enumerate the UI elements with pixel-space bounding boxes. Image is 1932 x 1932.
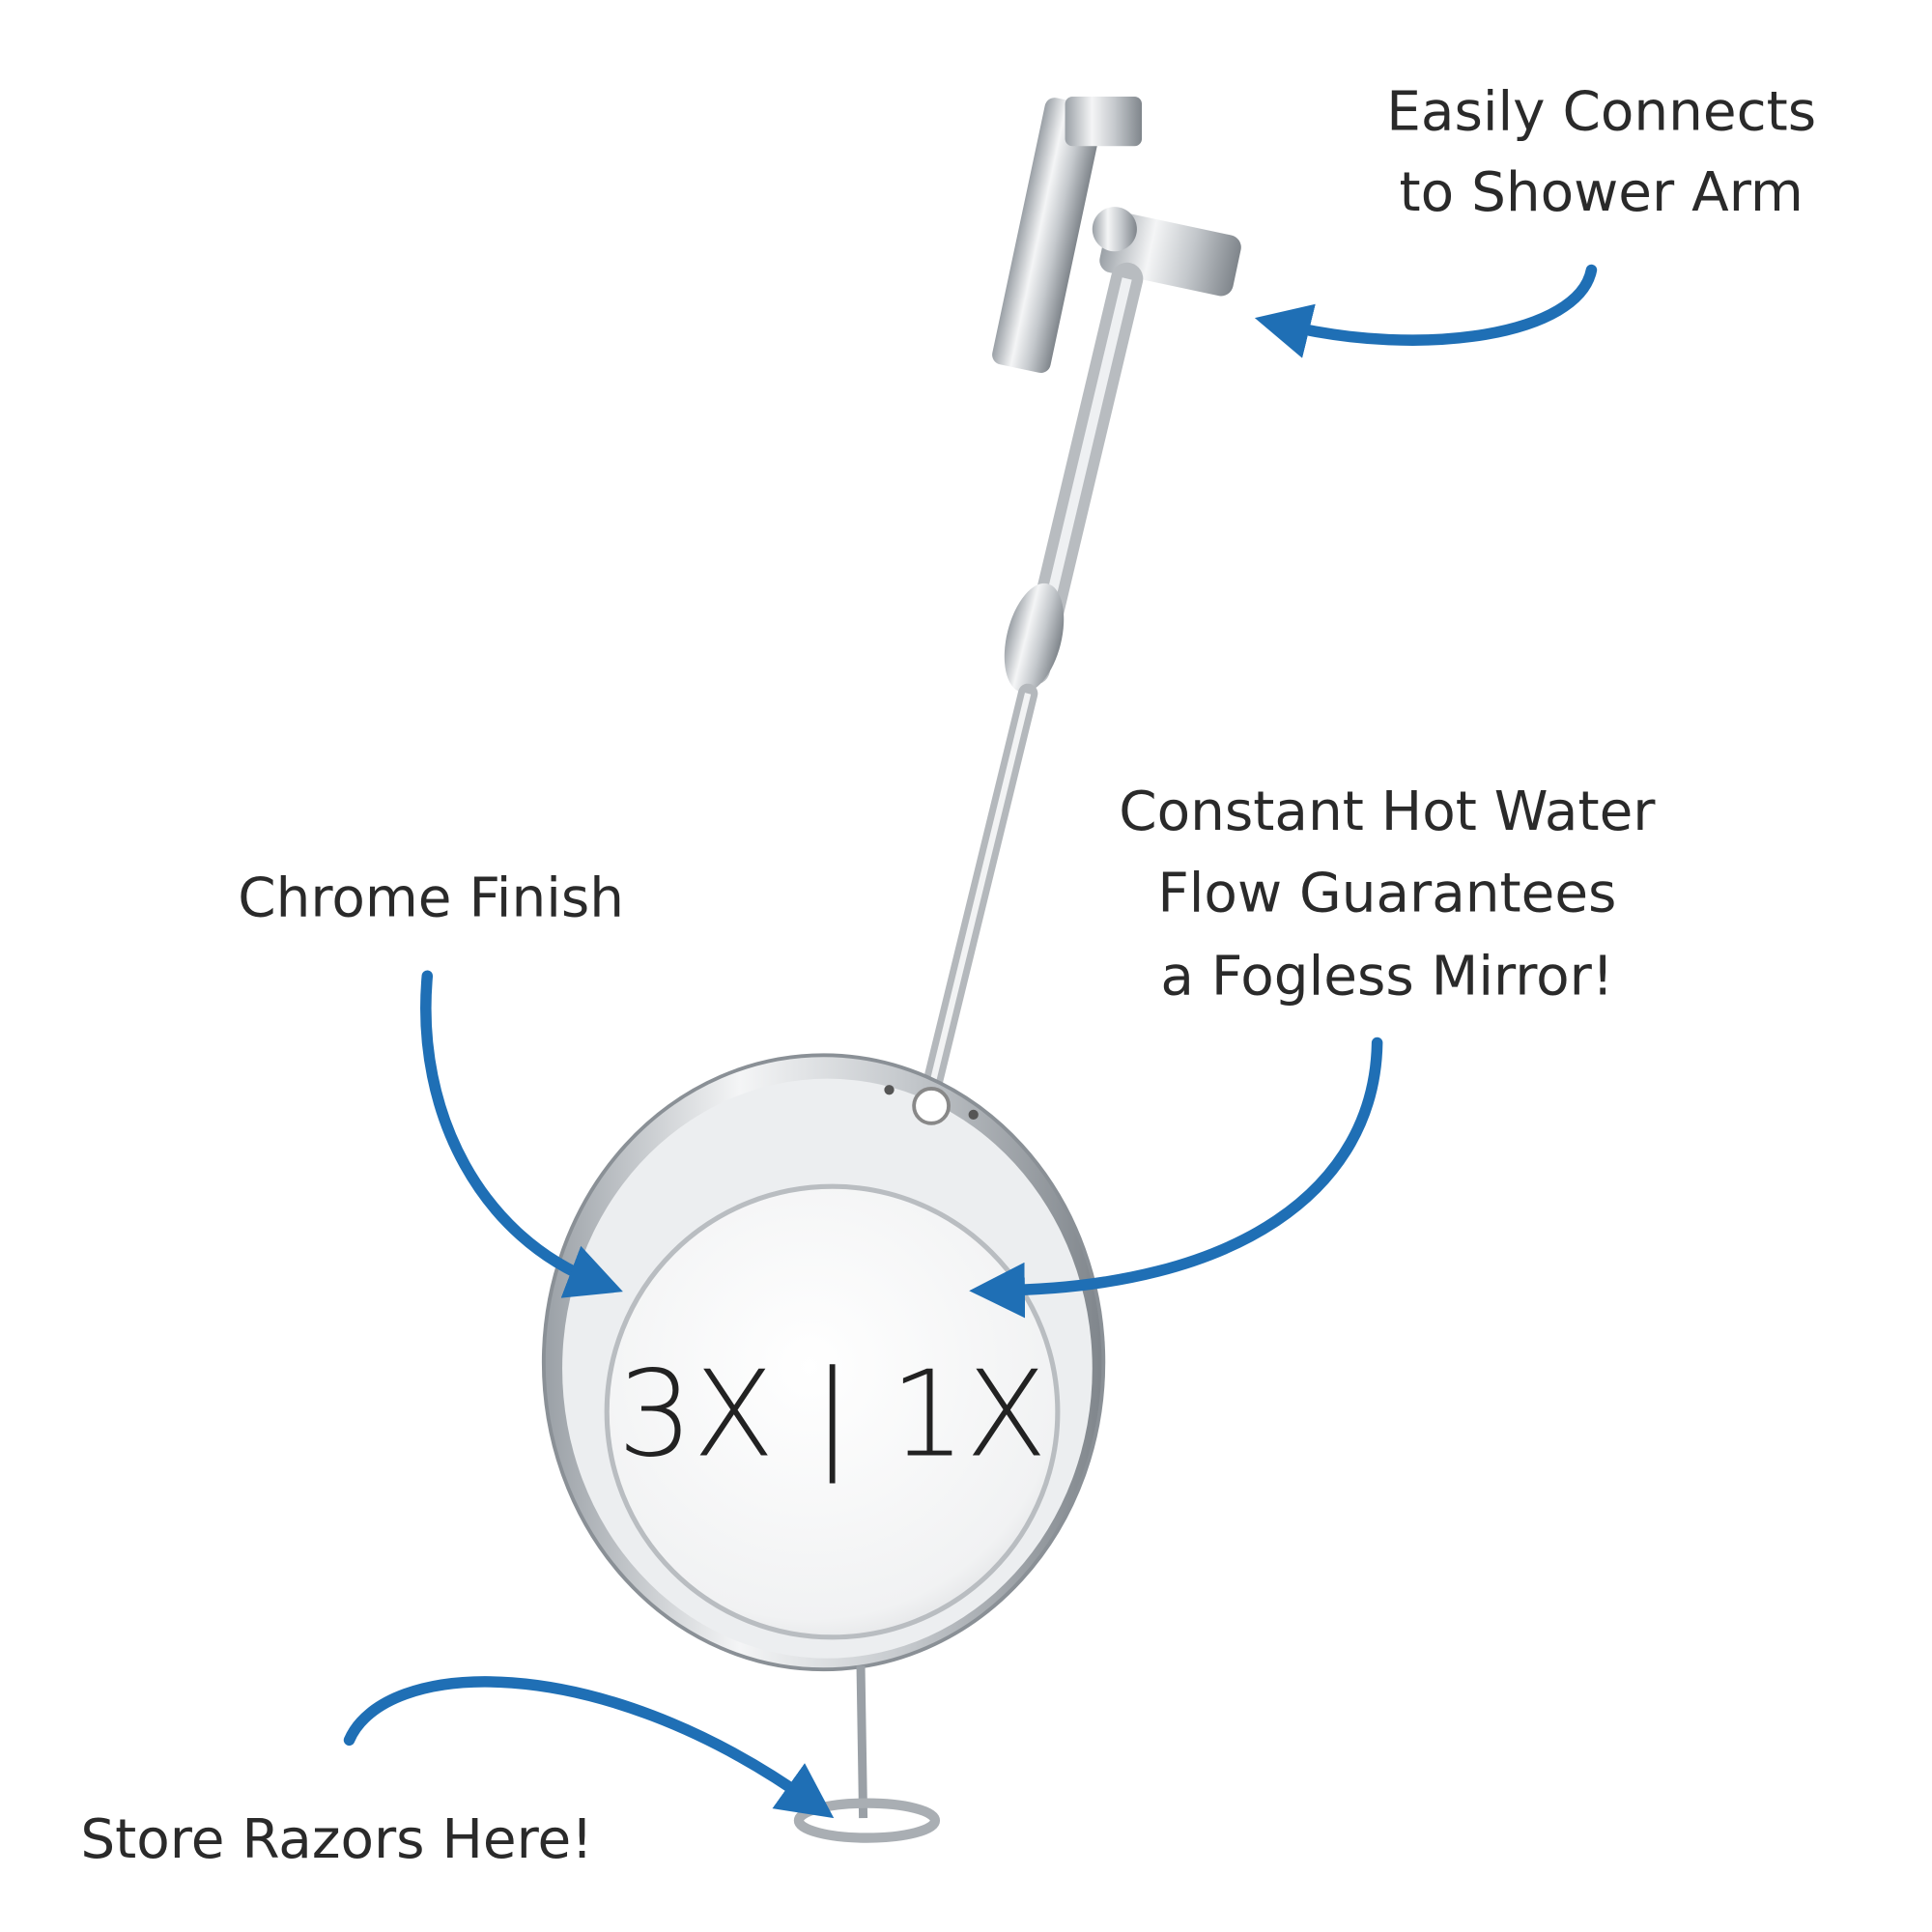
razor-hook <box>793 1665 941 1843</box>
arrow-razors <box>343 1676 835 1819</box>
callout-fogless: Constant Hot Water Flow Guarantees a Fog… <box>1119 781 1656 1009</box>
callout-line: to Shower Arm <box>1400 161 1804 224</box>
callout-line: Easily Connects <box>1386 81 1816 144</box>
mirror: 3X | 1X <box>541 1053 1106 1672</box>
callout-line: Constant Hot Water <box>1119 781 1656 843</box>
callout-chrome: Chrome Finish <box>238 867 624 930</box>
arrow-chrome <box>420 970 623 1298</box>
arrow-fogless <box>969 1037 1383 1319</box>
callout-razors: Store Razors Here! <box>80 1808 593 1871</box>
extension-arm <box>916 262 1144 1119</box>
callout-shower-arm: Easily Connects to Shower Arm <box>1386 81 1816 224</box>
callout-line: a Fogless Mirror! <box>1160 945 1613 1008</box>
arrow-shower-arm <box>1254 264 1598 358</box>
magnification-label: 3X | 1X <box>617 1346 1047 1484</box>
callout-line: Flow Guarantees <box>1157 863 1616 925</box>
